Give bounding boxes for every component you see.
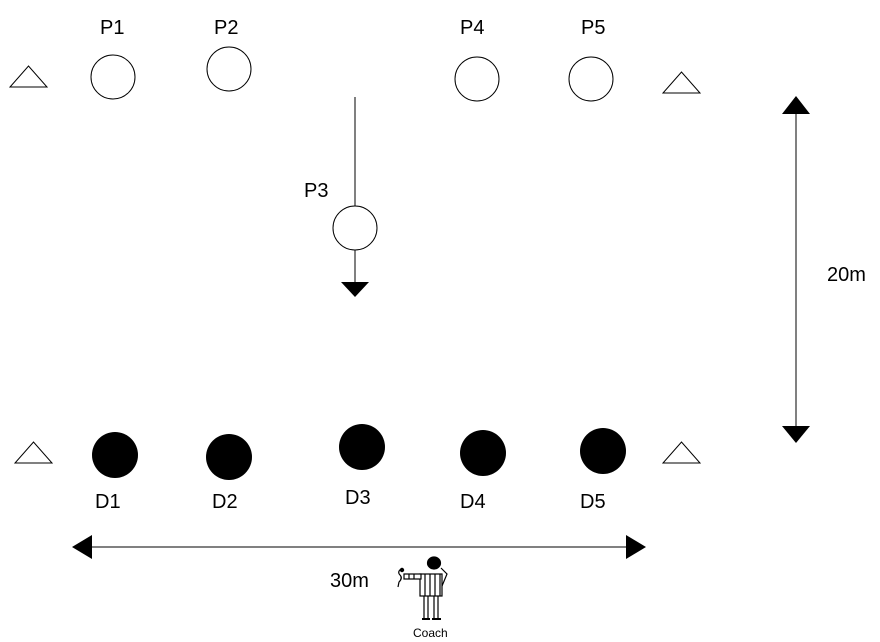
cone-top-right xyxy=(661,71,702,94)
defender-d3-label: D3 xyxy=(345,487,371,509)
length-arrowhead-top xyxy=(782,96,810,114)
cone-bottom-right xyxy=(661,441,702,464)
attacker-p5-label: P5 xyxy=(581,17,605,39)
attacker-p3-marker xyxy=(332,205,378,251)
attacker-p1-label: P1 xyxy=(100,17,124,39)
width-arrowhead-left xyxy=(72,535,92,559)
defender-d5-label: D5 xyxy=(580,491,606,513)
length-arrowhead-bottom xyxy=(782,426,810,443)
defender-d4-label: D4 xyxy=(460,491,486,513)
attacker-p4-label: P4 xyxy=(460,17,484,39)
defender-d2-marker xyxy=(206,434,252,480)
attacker-p3-label: P3 xyxy=(304,180,328,202)
width-dimension-label: 30m xyxy=(330,570,369,592)
attacker-p2-label: P2 xyxy=(214,17,238,39)
defender-d3-marker xyxy=(339,424,385,470)
attacker-p2-marker xyxy=(206,46,252,92)
defender-d1-marker xyxy=(92,432,138,478)
length-dimension-label: 20m xyxy=(827,264,866,286)
coach-icon xyxy=(397,556,448,620)
defender-d5-marker xyxy=(580,428,626,474)
defender-d2-label: D2 xyxy=(212,491,238,513)
defender-d4-marker xyxy=(460,430,506,476)
cone-bottom-left xyxy=(13,441,54,464)
attacker-p4-marker xyxy=(454,56,500,102)
attacker-p1-marker xyxy=(90,54,136,100)
p3-run-arrowhead xyxy=(341,282,369,297)
attacker-p5-marker xyxy=(568,56,614,102)
defender-d1-label: D1 xyxy=(95,491,121,513)
cone-top-left xyxy=(8,65,49,88)
width-arrowhead-right xyxy=(626,535,646,559)
coach-label: Coach xyxy=(413,626,448,640)
